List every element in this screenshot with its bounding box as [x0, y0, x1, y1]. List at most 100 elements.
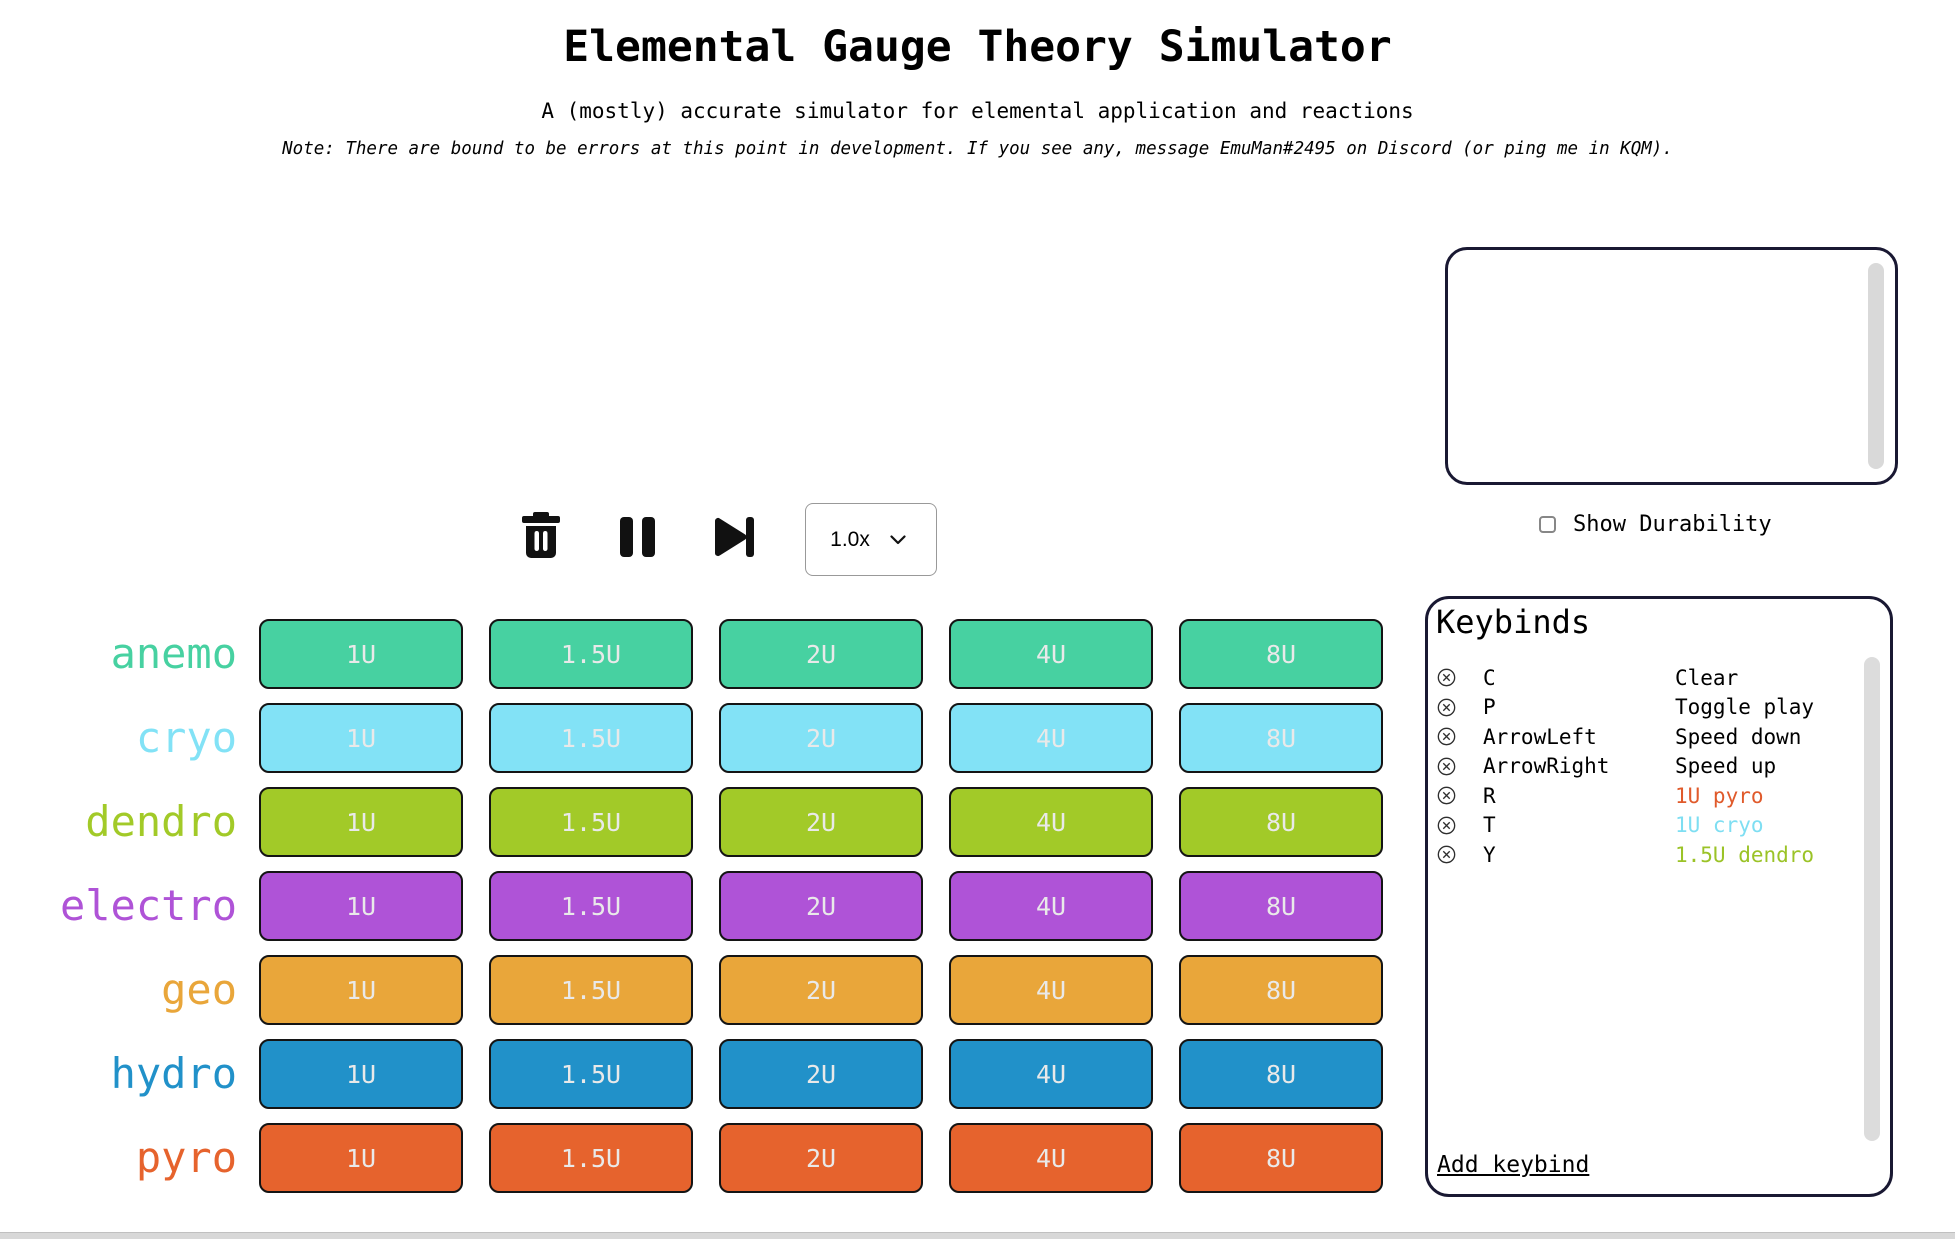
gauge-button-anemo-1.5u[interactable]: 1.5U — [489, 619, 693, 689]
gauge-button-hydro-1.5u[interactable]: 1.5U — [489, 1039, 693, 1109]
gauge-button-electro-2u[interactable]: 2U — [719, 871, 923, 941]
gauge-button-hydro-2u[interactable]: 2U — [719, 1039, 923, 1109]
gauge-button-geo-1.5u[interactable]: 1.5U — [489, 955, 693, 1025]
gauge-button-geo-4u[interactable]: 4U — [949, 955, 1153, 1025]
circle-x-icon — [1437, 698, 1456, 720]
keybind-action: Speed up — [1675, 754, 1777, 779]
gauge-button-pyro-8u[interactable]: 8U — [1179, 1123, 1383, 1193]
show-durability-control: Show Durability — [1539, 512, 1772, 537]
remove-keybind-button[interactable] — [1436, 845, 1456, 865]
speed-select[interactable]: 1.0x — [805, 503, 937, 576]
remove-keybind-button[interactable] — [1436, 815, 1456, 835]
keybind-row: R 1U pyro — [1436, 781, 1850, 811]
gauge-button-electro-4u[interactable]: 4U — [949, 871, 1153, 941]
gauge-button-dendro-4u[interactable]: 4U — [949, 787, 1153, 857]
pause-icon — [620, 517, 655, 560]
gauge-button-anemo-2u[interactable]: 2U — [719, 619, 923, 689]
page-subtitle: A (mostly) accurate simulator for elemen… — [541, 99, 1414, 123]
keybind-row: C Clear — [1436, 663, 1850, 693]
gauge-button-anemo-4u[interactable]: 4U — [949, 619, 1153, 689]
keybinds-scrollbar-thumb[interactable] — [1864, 657, 1880, 1141]
keybind-action: 1U cryo — [1675, 813, 1764, 838]
circle-x-icon — [1437, 668, 1456, 690]
keybind-key: C — [1483, 665, 1496, 690]
gauge-button-dendro-2u[interactable]: 2U — [719, 787, 923, 857]
gauge-button-geo-1u[interactable]: 1U — [259, 955, 463, 1025]
keybind-action: Clear — [1675, 665, 1739, 690]
gauge-button-dendro-8u[interactable]: 8U — [1179, 787, 1383, 857]
gauge-button-geo-2u[interactable]: 2U — [719, 955, 923, 1025]
gauge-button-hydro-4u[interactable]: 4U — [949, 1039, 1153, 1109]
clear-button[interactable] — [520, 512, 562, 559]
gauge-button-pyro-1.5u[interactable]: 1.5U — [489, 1123, 693, 1193]
gauge-button-anemo-1u[interactable]: 1U — [259, 619, 463, 689]
circle-x-icon — [1437, 845, 1456, 867]
gauge-button-pyro-2u[interactable]: 2U — [719, 1123, 923, 1193]
keybind-key: ArrowLeft — [1483, 724, 1597, 749]
gauge-button-electro-1u[interactable]: 1U — [259, 871, 463, 941]
show-durability-checkbox[interactable] — [1539, 516, 1556, 533]
gauge-button-geo-8u[interactable]: 8U — [1179, 955, 1383, 1025]
element-row-anemo: anemo 1U 1.5U 2U 4U 8U — [0, 619, 1383, 689]
dev-note: Note: There are bound to be errors at th… — [282, 139, 1673, 159]
page-title: Elemental Gauge Theory Simulator — [563, 22, 1392, 72]
gauge-button-cryo-1.5u[interactable]: 1.5U — [489, 703, 693, 773]
keybind-action: Toggle play — [1675, 695, 1815, 720]
keybind-key: Y — [1483, 842, 1496, 867]
element-label-geo: geo — [161, 965, 237, 1014]
element-grid: anemo 1U 1.5U 2U 4U 8U cryo 1U 1.5U 2U 4U 8U dendro 1… — [0, 619, 1383, 1207]
gauge-button-pyro-4u[interactable]: 4U — [949, 1123, 1153, 1193]
remove-keybind-button[interactable] — [1436, 756, 1456, 776]
element-row-electro: electro 1U 1.5U 2U 4U 8U — [0, 871, 1383, 941]
keybind-row: P Toggle play — [1436, 693, 1850, 723]
circle-x-icon — [1437, 786, 1456, 808]
element-row-cryo: cryo 1U 1.5U 2U 4U 8U — [0, 703, 1383, 773]
keybind-action: 1U pyro — [1675, 783, 1764, 808]
horizontal-scrollbar[interactable] — [0, 1232, 1955, 1239]
remove-keybind-button[interactable] — [1436, 668, 1456, 688]
circle-x-icon — [1437, 727, 1456, 749]
element-label-cryo: cryo — [135, 713, 237, 762]
element-label-hydro: hydro — [110, 1049, 237, 1098]
keybinds-title: Keybinds — [1436, 603, 1591, 641]
add-keybind-link[interactable]: Add keybind — [1437, 1152, 1590, 1178]
gauge-button-cryo-2u[interactable]: 2U — [719, 703, 923, 773]
keybind-action: Speed down — [1675, 724, 1802, 749]
timeline-scrollbar-thumb[interactable] — [1868, 263, 1884, 469]
element-row-geo: geo 1U 1.5U 2U 4U 8U — [0, 955, 1383, 1025]
circle-x-icon — [1437, 816, 1456, 838]
gauge-button-hydro-8u[interactable]: 8U — [1179, 1039, 1383, 1109]
gauge-button-cryo-1u[interactable]: 1U — [259, 703, 463, 773]
skip-forward-icon — [713, 517, 754, 560]
skip-forward-button[interactable] — [713, 517, 754, 557]
element-label-anemo: anemo — [110, 629, 237, 678]
keybind-key: P — [1483, 695, 1496, 720]
gauge-button-dendro-1u[interactable]: 1U — [259, 787, 463, 857]
remove-keybind-button[interactable] — [1436, 727, 1456, 747]
pause-button[interactable] — [620, 517, 655, 557]
keybind-key: ArrowRight — [1483, 754, 1610, 779]
keybind-row: ArrowRight Speed up — [1436, 752, 1850, 782]
element-row-hydro: hydro 1U 1.5U 2U 4U 8U — [0, 1039, 1383, 1109]
chevron-down-icon — [890, 534, 906, 545]
keybind-key: T — [1483, 813, 1496, 838]
element-label-dendro: dendro — [85, 797, 237, 846]
remove-keybind-button[interactable] — [1436, 786, 1456, 806]
element-label-electro: electro — [59, 881, 237, 930]
gauge-button-cryo-4u[interactable]: 4U — [949, 703, 1153, 773]
gauge-button-hydro-1u[interactable]: 1U — [259, 1039, 463, 1109]
gauge-button-dendro-1.5u[interactable]: 1.5U — [489, 787, 693, 857]
gauge-button-electro-1.5u[interactable]: 1.5U — [489, 871, 693, 941]
gauge-button-pyro-1u[interactable]: 1U — [259, 1123, 463, 1193]
gauge-button-electro-8u[interactable]: 8U — [1179, 871, 1383, 941]
show-durability-label: Show Durability — [1573, 512, 1772, 537]
speed-select-value: 1.0x — [830, 527, 870, 551]
keybind-row: T 1U cryo — [1436, 811, 1850, 841]
gauge-button-cryo-8u[interactable]: 8U — [1179, 703, 1383, 773]
keybind-key: R — [1483, 783, 1496, 808]
remove-keybind-button[interactable] — [1436, 697, 1456, 717]
gauge-button-anemo-8u[interactable]: 8U — [1179, 619, 1383, 689]
